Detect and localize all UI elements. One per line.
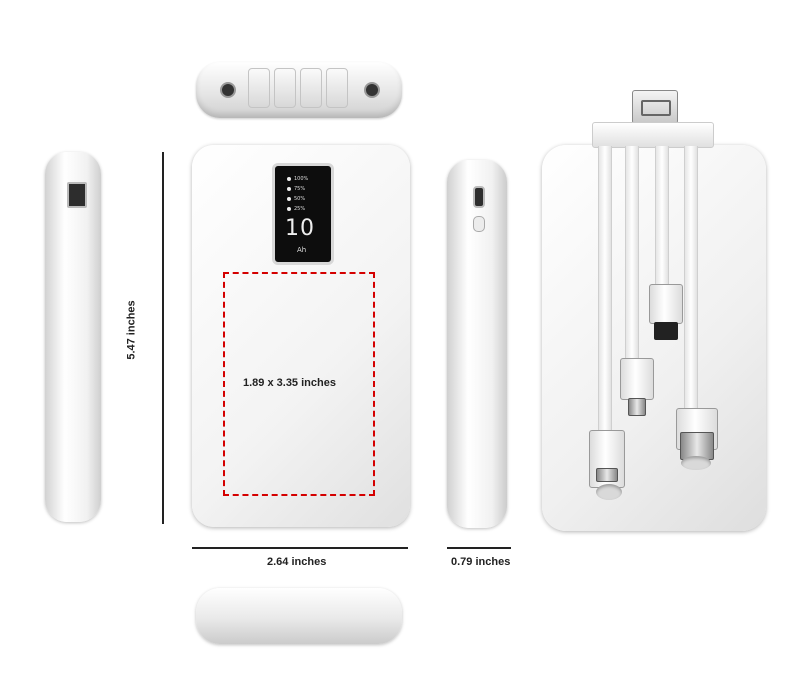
micro-usb-connector-icon	[632, 90, 678, 124]
cable-slot-right	[681, 456, 711, 470]
level-25: 25%	[287, 206, 305, 212]
right-side-view	[447, 160, 507, 528]
usb-c-port-icon	[473, 186, 485, 208]
screw-hole-right-icon	[364, 82, 380, 98]
lightning-tip-icon	[628, 398, 646, 416]
front-view: 100% 75% 50% 25% 10 Ah 1.89 x 3.35 inche…	[192, 145, 410, 527]
width-dimension-line	[192, 547, 408, 549]
thickness-label: 0.79 inches	[451, 556, 511, 568]
usb-c-connector-icon	[649, 284, 683, 324]
cable-clip-ribs	[248, 68, 348, 108]
cable-2	[625, 146, 639, 360]
height-label: 5.47 inches	[125, 300, 138, 360]
height-dimension-line	[162, 152, 164, 524]
usb-a-port-icon	[67, 182, 87, 208]
print-area-label: 1.89 x 3.35 inches	[243, 377, 336, 389]
cable-slot-left	[596, 484, 622, 500]
usb-c-tip-2-icon	[596, 468, 618, 482]
cable-4	[684, 146, 698, 412]
print-area: 1.89 x 3.35 inches	[223, 272, 375, 496]
power-button-icon	[473, 216, 485, 232]
usb-a-tip-icon	[680, 432, 714, 460]
bottom-view	[196, 588, 402, 644]
cable-1	[598, 146, 612, 438]
thickness-dimension-line	[447, 547, 511, 549]
usb-c-tip-icon	[654, 322, 678, 340]
width-label: 2.64 inches	[267, 556, 327, 568]
level-50: 50%	[287, 196, 305, 202]
level-100: 100%	[287, 176, 308, 182]
cable-top-clip	[592, 122, 714, 148]
lightning-connector-icon	[620, 358, 654, 400]
capacity-unit: Ah	[297, 246, 307, 254]
screw-hole-left-icon	[220, 82, 236, 98]
top-view	[196, 62, 402, 118]
capacity-display: 100% 75% 50% 25% 10 Ah	[272, 163, 334, 265]
level-75: 75%	[287, 186, 305, 192]
left-side-view	[45, 152, 101, 522]
capacity-number: 10	[285, 216, 315, 241]
cable-3	[655, 146, 669, 286]
